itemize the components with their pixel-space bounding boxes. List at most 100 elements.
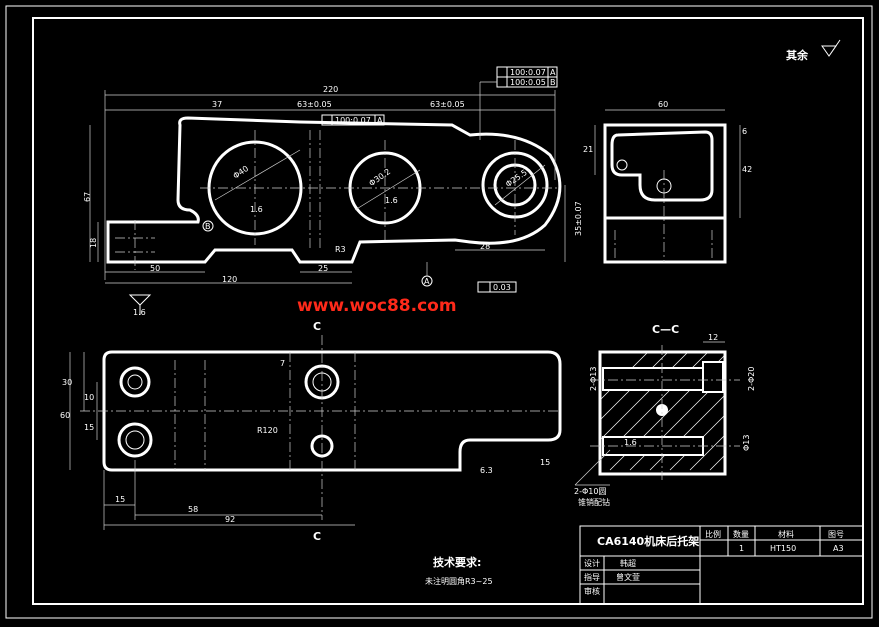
top-dim-10a: 10 bbox=[84, 393, 94, 402]
flatness-frame bbox=[477, 281, 517, 293]
side-slot bbox=[610, 130, 714, 202]
tolerance-3-value: 100:0.07 bbox=[335, 116, 371, 125]
roughness-symbol-icon bbox=[128, 294, 152, 315]
header-drawing-no: 图号 bbox=[828, 530, 844, 539]
roughness-note: 其余 bbox=[786, 48, 809, 62]
flatness-value: 0.03 bbox=[493, 283, 511, 292]
section-bore-upper bbox=[602, 367, 704, 391]
side-dim-6: 6 bbox=[742, 127, 747, 136]
tech-note: 未注明圆角R3~25 bbox=[425, 576, 493, 586]
side-hole-small bbox=[616, 159, 628, 171]
drawing-no-value: A3 bbox=[833, 544, 844, 553]
top-view: 60 30 10 15 15 58 92 R120 7 15 6.3 C C bbox=[60, 320, 562, 543]
side-dim-21: 21 bbox=[583, 145, 593, 154]
top-hole-inner bbox=[125, 430, 145, 450]
front-outline bbox=[106, 116, 562, 264]
dim-37: 37 bbox=[212, 100, 222, 109]
dim-25: 25 bbox=[318, 264, 328, 273]
datum-a-label: A bbox=[424, 277, 430, 286]
header-quantity: 数量 bbox=[733, 529, 749, 539]
dim-63b: 63±0.05 bbox=[430, 100, 465, 109]
tolerance-2-value: 100:0.05 bbox=[510, 78, 546, 87]
top-outline bbox=[102, 350, 562, 472]
material-value: HT150 bbox=[770, 544, 796, 553]
tolerance-2-ref: B bbox=[550, 78, 556, 87]
section-mark-bottom: C bbox=[313, 530, 321, 543]
section-hole bbox=[656, 404, 668, 416]
section-dim-12: 12 bbox=[708, 333, 718, 342]
top-dim-r120: R120 bbox=[257, 426, 278, 435]
quantity-value: 1 bbox=[739, 544, 744, 553]
top-dim-58: 58 bbox=[188, 505, 198, 514]
section-view: C—C 12 2-Φ20 2-Φ13 Φ13 1.6 2-Φ10圆 锥销配 bbox=[574, 323, 756, 507]
side-dim-60: 60 bbox=[658, 100, 668, 109]
dim-35: 35±0.07 bbox=[574, 201, 583, 236]
top-dim-15b: 15 bbox=[115, 495, 125, 504]
supervisor-name: 曾文萱 bbox=[616, 572, 640, 582]
top-dim-92: 92 bbox=[225, 515, 235, 524]
dim-50: 50 bbox=[150, 264, 160, 273]
section-roughness: 1.6 bbox=[624, 438, 637, 447]
role-review: 审核 bbox=[584, 586, 600, 596]
dim-63a: 63±0.05 bbox=[297, 100, 332, 109]
top-hole bbox=[117, 422, 153, 458]
section-pocket bbox=[702, 361, 724, 393]
leader bbox=[214, 149, 301, 201]
tolerance-1-value: 100:0.07 bbox=[510, 68, 546, 77]
top-dim-30: 30 bbox=[62, 378, 72, 387]
section-note: 2-Φ10圆 bbox=[574, 487, 606, 496]
inner-frame bbox=[32, 17, 864, 605]
top-hole-inner bbox=[127, 374, 143, 390]
section-dim-13b: Φ13 bbox=[742, 435, 751, 451]
top-roughness-63: 6.3 bbox=[480, 466, 493, 475]
section-mark-top: C bbox=[313, 320, 321, 333]
datum-b-label: B bbox=[205, 222, 211, 231]
top-dim-15c: 15 bbox=[540, 458, 550, 467]
side-view: 60 21 42 6 bbox=[583, 100, 752, 264]
title-block-frame bbox=[579, 525, 864, 605]
top-dim-7: 7 bbox=[280, 359, 285, 368]
side-outline bbox=[603, 123, 727, 264]
section-dim-20: 2-Φ20 bbox=[747, 367, 756, 391]
section-note-2: 锥销配钻 bbox=[578, 497, 610, 507]
datum-b-marker bbox=[202, 220, 214, 232]
roughness-16c: 1.6 bbox=[133, 308, 146, 317]
top-hole bbox=[119, 366, 151, 398]
dim-dia-c: Φ25.5 bbox=[504, 168, 529, 189]
dim-dia-a: Φ40 bbox=[231, 164, 250, 181]
roughness-symbol-icon bbox=[821, 39, 841, 57]
top-dim-15: 15 bbox=[84, 423, 94, 432]
header-scale: 比例 bbox=[705, 529, 721, 539]
section-dim-13: 2-Φ13 bbox=[589, 367, 598, 391]
dim-r3: R3 bbox=[335, 245, 346, 254]
leader bbox=[354, 169, 421, 211]
dim-height: 67 bbox=[83, 192, 92, 202]
dim-dia-b: Φ30.2 bbox=[367, 167, 392, 188]
role-supervise: 指导 bbox=[584, 572, 600, 582]
website-watermark: www.woc88.com bbox=[297, 296, 457, 316]
roughness-16b: 1.6 bbox=[385, 196, 398, 205]
dim-overall: 220 bbox=[323, 85, 338, 94]
tolerance-1-ref: A bbox=[550, 68, 556, 77]
tolerance-frames: 100:0.07 A 100:0.05 B 100:0.07 A 0.03 bbox=[321, 66, 558, 293]
tech-title: 技术要求: bbox=[433, 555, 481, 569]
top-dim-60: 60 bbox=[60, 411, 70, 420]
title-block: CA6140机床后托架 比例 数量 材料 图号 1 HT150 A3 设计 指导… bbox=[579, 525, 864, 605]
tolerance-frame-3 bbox=[321, 114, 385, 126]
dim-18: 18 bbox=[89, 238, 98, 248]
leader bbox=[574, 449, 611, 486]
dim-120: 120 bbox=[222, 275, 237, 284]
dim-28: 28 bbox=[480, 242, 490, 251]
section-label: C—C bbox=[652, 323, 679, 336]
leader bbox=[494, 164, 546, 206]
roughness-16a: 1.6 bbox=[250, 205, 263, 214]
part-name: CA6140机床后托架 bbox=[597, 534, 699, 548]
tolerance-3-ref: A bbox=[377, 116, 383, 125]
designer-name: 韩超 bbox=[620, 558, 636, 568]
side-dim-42: 42 bbox=[742, 165, 752, 174]
outer-frame bbox=[5, 5, 873, 619]
role-design: 设计 bbox=[584, 558, 600, 568]
section-outline bbox=[598, 350, 727, 476]
